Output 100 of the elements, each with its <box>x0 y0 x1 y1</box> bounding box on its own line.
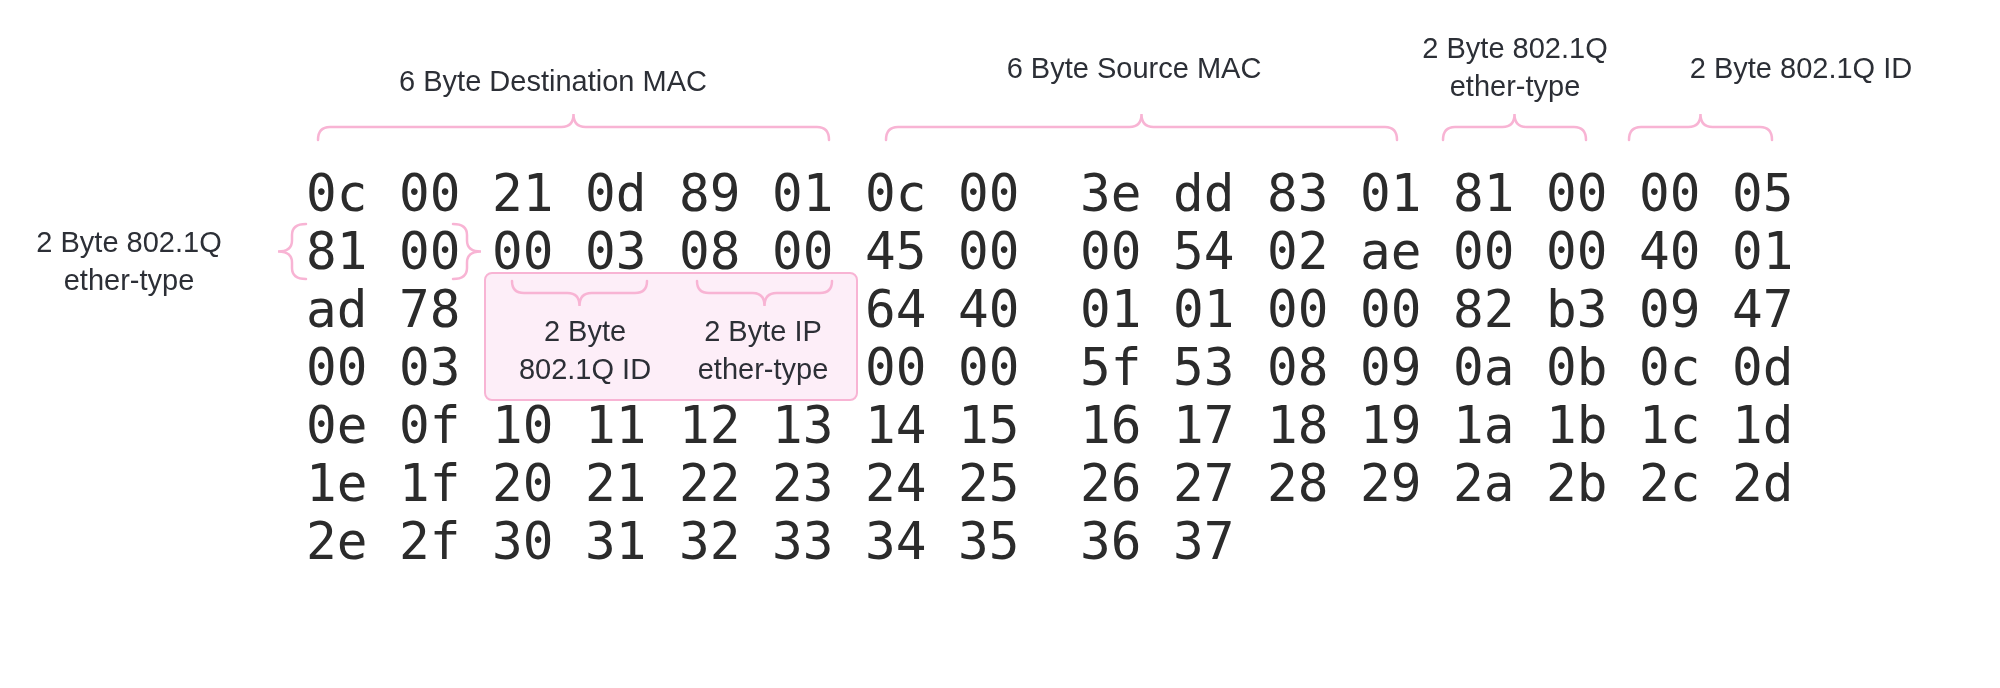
hex-byte: 2d <box>1732 458 1794 509</box>
hex-byte: 08 <box>679 226 741 277</box>
hex-byte: 00 <box>399 226 461 277</box>
hex-byte: 14 <box>865 400 927 451</box>
hex-byte: 24 <box>865 458 927 509</box>
hex-byte: 23 <box>772 458 834 509</box>
hex-byte: 01 <box>1360 168 1422 219</box>
hex-byte: 11 <box>585 400 647 451</box>
hex-byte: 02 <box>1267 226 1329 277</box>
hex-byte: 2a <box>1453 458 1515 509</box>
hex-byte: 20 <box>492 458 554 509</box>
hex-byte: 03 <box>399 342 461 393</box>
hex-byte: 19 <box>1360 400 1422 451</box>
hex-byte: 00 <box>1546 168 1608 219</box>
hex-byte: 21 <box>585 458 647 509</box>
hex-byte: 00 <box>958 168 1020 219</box>
hex-byte: 03 <box>585 226 647 277</box>
hex-byte: 1d <box>1732 400 1794 451</box>
hex-byte: 0e <box>306 400 368 451</box>
hex-byte: 1e <box>306 458 368 509</box>
hex-byte: 0b <box>1546 342 1608 393</box>
field-label: 2 Byte 802.1Q ether-type <box>1421 31 1609 104</box>
field-label: 2 Byte IP ether-type <box>696 314 830 387</box>
field-label: 2 Byte 802.1Q ID <box>517 314 653 387</box>
hex-byte: 78 <box>399 284 461 335</box>
hex-byte: 09 <box>1360 342 1422 393</box>
field-label: 6 Byte Destination MAC <box>399 64 707 99</box>
hex-byte: 0c <box>865 168 927 219</box>
hex-byte: 00 <box>399 168 461 219</box>
hex-byte: 00 <box>772 226 834 277</box>
hex-byte: 0c <box>306 168 368 219</box>
hex-byte: 17 <box>1173 400 1235 451</box>
hex-byte: 00 <box>1360 284 1422 335</box>
hex-byte: 01 <box>1080 284 1142 335</box>
hex-byte: dd <box>1173 168 1235 219</box>
hex-byte: 0d <box>1732 342 1794 393</box>
hex-byte: 53 <box>1173 342 1235 393</box>
hex-byte: 26 <box>1080 458 1142 509</box>
field-label: 6 Byte Source MAC <box>1006 51 1262 86</box>
hex-byte: 32 <box>679 516 741 567</box>
hex-byte: 00 <box>958 226 1020 277</box>
hex-byte: 29 <box>1360 458 1422 509</box>
hex-byte: 37 <box>1173 516 1235 567</box>
hex-byte: 30 <box>492 516 554 567</box>
hex-byte: 0f <box>399 400 461 451</box>
hex-byte: 82 <box>1453 284 1515 335</box>
hex-byte: 33 <box>772 516 834 567</box>
hex-byte: 0c <box>1639 342 1701 393</box>
hex-byte: 1b <box>1546 400 1608 451</box>
hex-byte: 89 <box>679 168 741 219</box>
hex-byte: 16 <box>1080 400 1142 451</box>
hex-byte: 00 <box>1080 226 1142 277</box>
field-label: 2 Byte 802.1Q ID <box>1689 51 1913 86</box>
hex-byte: 00 <box>1453 226 1515 277</box>
hex-byte: 21 <box>492 168 554 219</box>
hex-byte: 81 <box>1453 168 1515 219</box>
hex-byte: 2b <box>1546 458 1608 509</box>
hex-byte: 0a <box>1453 342 1515 393</box>
hex-byte: 2c <box>1639 458 1701 509</box>
hex-byte: 15 <box>958 400 1020 451</box>
hex-byte: 35 <box>958 516 1020 567</box>
field-label: 2 Byte 802.1Q ether-type <box>35 225 223 298</box>
hex-byte: 2f <box>399 516 461 567</box>
hex-byte: 00 <box>1267 284 1329 335</box>
hex-byte: 1a <box>1453 400 1515 451</box>
hex-byte: 34 <box>865 516 927 567</box>
hex-byte: 40 <box>958 284 1020 335</box>
hex-byte: 01 <box>772 168 834 219</box>
hex-byte: 5f <box>1080 342 1142 393</box>
hex-byte: 00 <box>306 342 368 393</box>
highlight-box <box>484 272 858 401</box>
hex-byte: 25 <box>958 458 1020 509</box>
hex-byte: 45 <box>865 226 927 277</box>
hex-byte: 00 <box>958 342 1020 393</box>
hex-byte: 01 <box>1173 284 1235 335</box>
hex-byte: 27 <box>1173 458 1235 509</box>
hex-byte: 2e <box>306 516 368 567</box>
hex-byte: 00 <box>1546 226 1608 277</box>
hex-byte: 05 <box>1732 168 1794 219</box>
hex-byte: 40 <box>1639 226 1701 277</box>
hex-byte: 28 <box>1267 458 1329 509</box>
hex-byte: 22 <box>679 458 741 509</box>
hex-byte: 54 <box>1173 226 1235 277</box>
hex-byte: 00 <box>1639 168 1701 219</box>
hex-byte: 09 <box>1639 284 1701 335</box>
hex-byte: 31 <box>585 516 647 567</box>
hex-byte: 13 <box>772 400 834 451</box>
hex-byte: 1c <box>1639 400 1701 451</box>
hex-byte: 47 <box>1732 284 1794 335</box>
hex-byte: 00 <box>492 226 554 277</box>
hex-byte: 36 <box>1080 516 1142 567</box>
hex-byte: b3 <box>1546 284 1608 335</box>
hex-byte: 08 <box>1267 342 1329 393</box>
hex-byte: 81 <box>306 226 368 277</box>
hex-byte: 12 <box>679 400 741 451</box>
hex-byte: 0d <box>585 168 647 219</box>
hex-byte: 00 <box>865 342 927 393</box>
hex-byte: 18 <box>1267 400 1329 451</box>
hex-byte: 64 <box>865 284 927 335</box>
hex-byte: 3e <box>1080 168 1142 219</box>
